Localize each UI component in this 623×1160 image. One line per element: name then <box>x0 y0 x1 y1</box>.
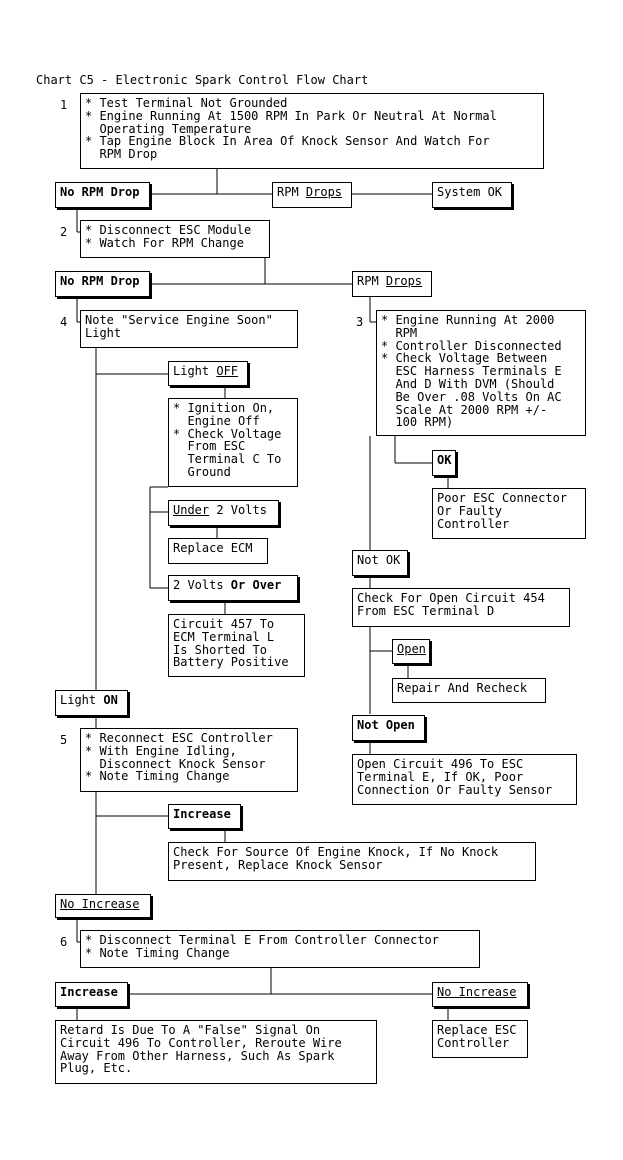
light-off-label: Light <box>173 364 217 378</box>
under-2-volts-box: Under 2 Volts <box>168 500 279 526</box>
rpm-drops-box-2: RPM Drops <box>352 271 432 297</box>
no-rpm-drop-box-1: No RPM Drop <box>55 182 150 208</box>
step-1-box: * Test Terminal Not Grounded * Engine Ru… <box>80 93 544 169</box>
poor-esc-connector-box: Poor ESC Connector Or Faulty Controller <box>432 488 586 539</box>
ignition-on-check-box: * Ignition On, Engine Off * Check Voltag… <box>168 398 298 487</box>
step-number-3: 3 <box>356 315 364 329</box>
replace-esc-controller-box: Replace ESC Controller <box>432 1020 528 1058</box>
step-3-box: * Engine Running At 2000 RPM * Controlle… <box>376 310 586 436</box>
step-4-box: Note "Service Engine Soon" Light <box>80 310 298 348</box>
drops-underlined-1: Drops <box>305 185 343 199</box>
under-underlined: Under <box>173 503 210 517</box>
no-increase-box-1: No Increase <box>55 894 151 918</box>
step-number-1: 1 <box>60 98 68 112</box>
step-2-box: * Disconnect ESC Module * Watch For RPM … <box>80 220 270 258</box>
step-number-6: 6 <box>60 935 68 949</box>
or-over-bold: Or Over <box>230 578 282 592</box>
increase-box-1: Increase <box>168 804 241 829</box>
no-increase-box-2: No Increase <box>432 982 528 1007</box>
check-engine-knock-source-box: Check For Source Of Engine Knock, If No … <box>168 842 536 881</box>
under-2-volts-label: 2 Volts <box>209 503 267 517</box>
chart-title: Chart C5 - Electronic Spark Control Flow… <box>36 73 369 87</box>
step-5-box: * Reconnect ESC Controller * With Engine… <box>80 728 298 792</box>
not-ok-box: Not OK <box>352 550 408 576</box>
light-off-box: Light OFF <box>168 361 248 386</box>
circuit-457-shorted-box: Circuit 457 To ECM Terminal L Is Shorted… <box>168 614 305 677</box>
two-volts-label: 2 Volts <box>173 578 231 592</box>
off-underlined: OFF <box>216 364 239 378</box>
on-bold: ON <box>103 693 118 707</box>
rpm-drops-label-2: RPM <box>357 274 386 288</box>
repair-and-recheck-box: Repair And Recheck <box>392 678 546 703</box>
step-number-2: 2 <box>60 225 68 239</box>
step-number-4: 4 <box>60 315 68 329</box>
open-box: Open <box>392 639 430 664</box>
not-open-box: Not Open <box>352 715 425 741</box>
step-6-box: * Disconnect Terminal E From Controller … <box>80 930 480 968</box>
no-rpm-drop-box-2: No RPM Drop <box>55 271 150 297</box>
light-on-box: Light ON <box>55 690 128 716</box>
false-signal-reroute-box: Retard Is Due To A "False" Signal On Cir… <box>55 1020 377 1084</box>
ok-box: OK <box>432 450 456 476</box>
system-ok-box: System OK <box>432 182 512 208</box>
open-circuit-496-box: Open Circuit 496 To ESC Terminal E, If O… <box>352 754 577 805</box>
drops-underlined-2: Drops <box>385 274 423 288</box>
light-on-label: Light <box>60 693 104 707</box>
two-volts-or-over-box: 2 Volts Or Over <box>168 575 298 601</box>
increase-box-2: Increase <box>55 982 128 1007</box>
step-number-5: 5 <box>60 733 68 747</box>
rpm-drops-box-1: RPM Drops <box>272 182 352 208</box>
rpm-drops-label-1: RPM <box>277 185 306 199</box>
check-open-circuit-454-box: Check For Open Circuit 454 From ESC Term… <box>352 588 570 627</box>
replace-ecm-box: Replace ECM <box>168 538 268 564</box>
